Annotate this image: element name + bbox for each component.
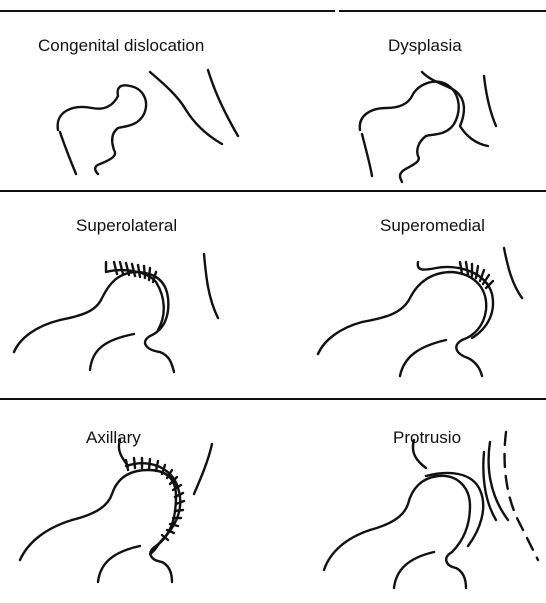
sketch-congenital-dislocation: [58, 70, 238, 174]
femur-shaft: [98, 546, 140, 582]
osteophyte-hatching: [114, 262, 156, 282]
acetabulum-arc: [426, 473, 483, 546]
acetabulum-arc: [126, 463, 180, 554]
sketch-axillary: [20, 440, 212, 582]
femur-neck-lower: [456, 340, 482, 376]
femur-head: [72, 470, 176, 546]
femur-shaft: [400, 340, 446, 376]
joint-line: [413, 440, 426, 468]
pelvic-wall-line: [194, 444, 212, 494]
pelvic-wall-line: [504, 248, 522, 298]
sketch-dysplasia: [360, 72, 496, 182]
femur-shaft: [60, 132, 76, 174]
kohler-line-dashed: [505, 432, 538, 560]
femur-neck-lower: [145, 336, 174, 372]
femur-neck-upper: [20, 520, 72, 560]
femur-neck-upper: [324, 530, 370, 570]
sketch-superomedial: [318, 248, 522, 376]
sketch-superolateral: [14, 254, 218, 372]
femur-head: [362, 272, 486, 340]
femur-shaft: [362, 134, 372, 176]
femur-shaft: [90, 334, 134, 370]
femur-neck-lower: [446, 552, 466, 588]
pelvic-wall-line: [484, 76, 496, 126]
femur-neck-upper: [14, 320, 60, 352]
femur-shaft: [394, 552, 434, 588]
pelvic-wall-line: [204, 254, 218, 318]
sketch-protrusio: [324, 432, 538, 588]
pelvic-wall-line: [208, 70, 238, 136]
femur-neck-upper: [318, 322, 362, 354]
femur-outline: [360, 82, 459, 182]
femur-head: [370, 476, 470, 552]
